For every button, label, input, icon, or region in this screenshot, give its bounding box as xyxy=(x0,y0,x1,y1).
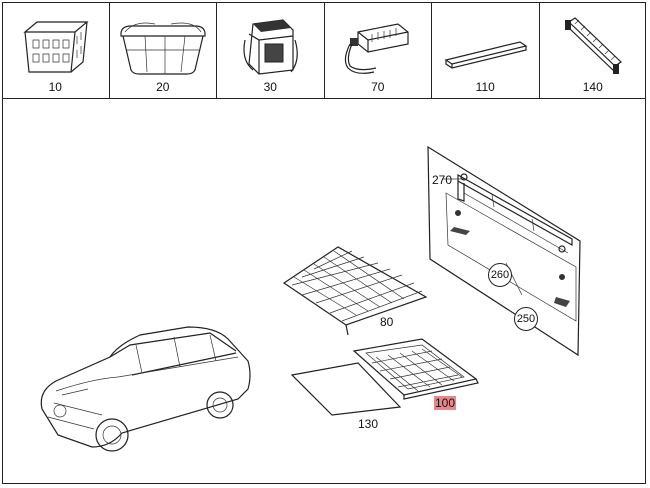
accessory-row: 10 20 30 70 xyxy=(2,2,646,99)
accessory-number: 110 xyxy=(475,80,495,94)
accessory-cell-70[interactable]: 70 xyxy=(325,2,432,98)
accessory-number: 20 xyxy=(156,80,170,94)
storage-crate-icon xyxy=(23,21,89,73)
vehicle-drawing xyxy=(40,326,251,452)
cargo-net-drawing xyxy=(282,246,428,336)
callout-250: 250 xyxy=(514,307,538,331)
accessory-number: 70 xyxy=(371,80,385,94)
trunk-mat-drawing xyxy=(290,362,402,416)
cooler-bag-icon xyxy=(243,19,299,75)
accessory-cell-20[interactable]: 20 xyxy=(110,2,217,98)
rail-icon xyxy=(564,17,622,74)
callout-270: 270 xyxy=(432,173,453,187)
power-adapter-icon xyxy=(344,23,409,74)
accessory-cell-110[interactable]: 110 xyxy=(432,2,540,98)
callout-100: 100 xyxy=(434,396,457,410)
callout-80: 80 xyxy=(380,315,394,329)
accessory-cell-30[interactable]: 30 xyxy=(217,2,325,98)
exploded-view-drawing xyxy=(40,145,581,452)
accessory-cell-140[interactable]: 140 xyxy=(540,2,647,98)
exploded-view: 270 260 250 80 100 130 xyxy=(2,99,646,484)
accessory-number: 140 xyxy=(582,80,603,94)
accessory-number: 30 xyxy=(263,80,277,94)
accessory-number: 10 xyxy=(48,80,62,94)
callout-130: 130 xyxy=(358,417,379,431)
storage-basket-icon xyxy=(120,22,206,75)
accessory-cell-10[interactable]: 10 xyxy=(2,2,110,98)
trunk-tray-drawing xyxy=(352,338,479,400)
callout-260: 260 xyxy=(488,263,512,287)
luggage-panel-drawing xyxy=(427,145,581,357)
rod-icon xyxy=(444,41,528,69)
